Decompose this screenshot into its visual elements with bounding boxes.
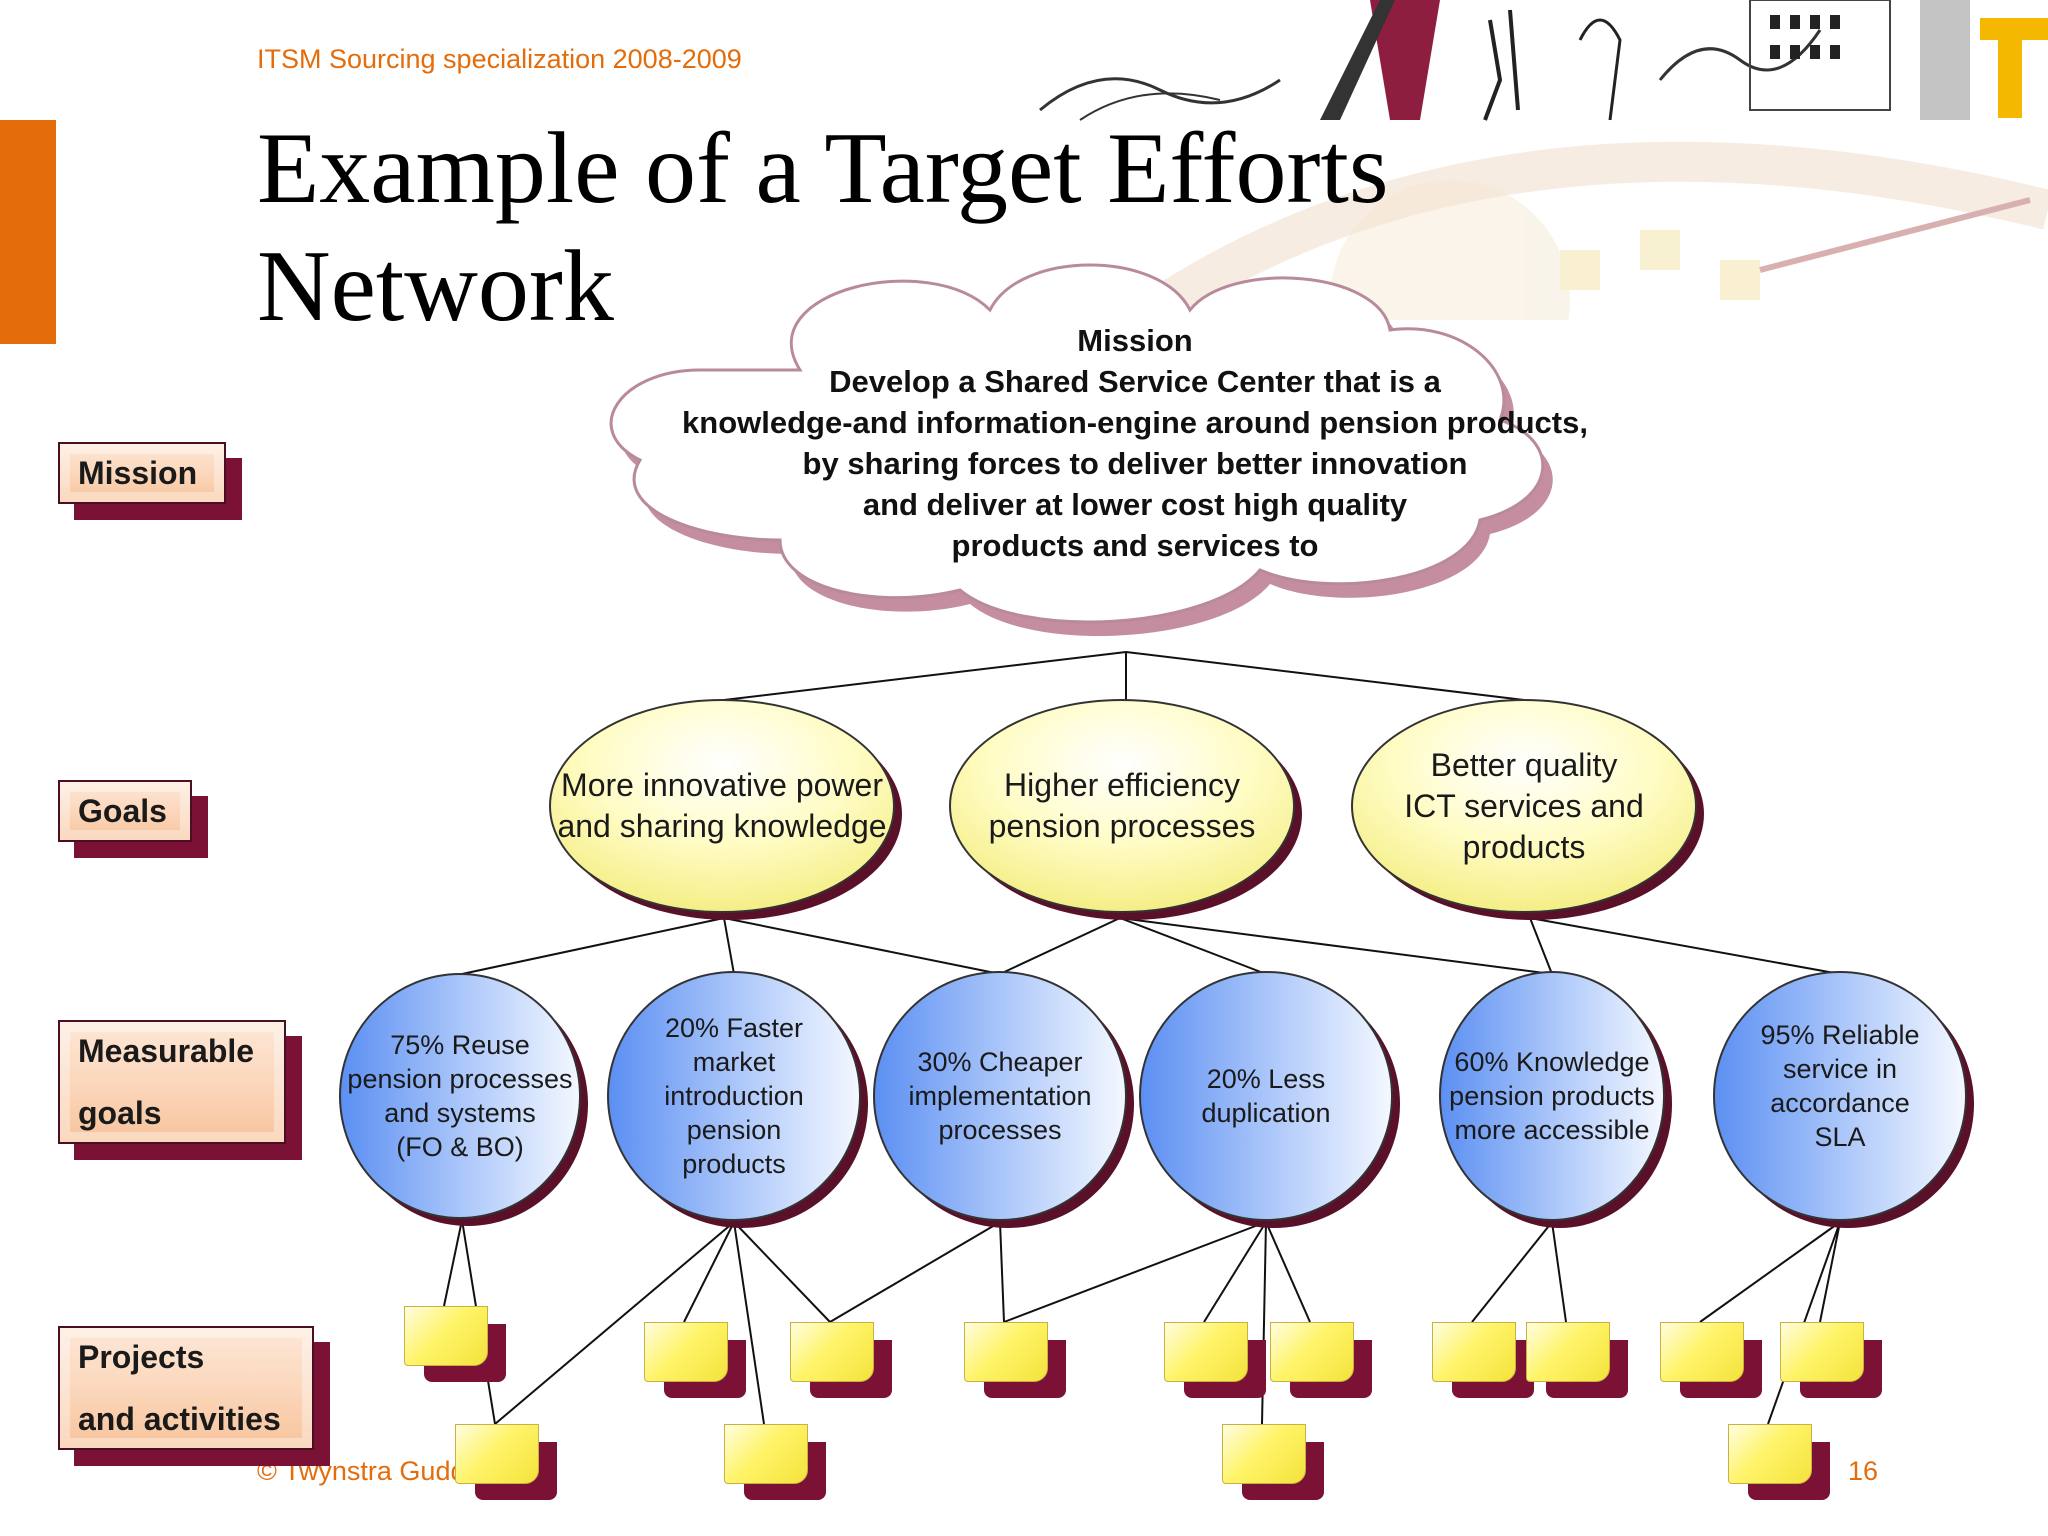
mission-statement: Mission Develop a Shared Service Center … <box>590 320 1680 566</box>
mg-line: products <box>682 1149 786 1179</box>
legend-goals-label: Goals <box>78 793 167 829</box>
header-subtitle: ITSM Sourcing specialization 2008-2009 <box>257 44 742 74</box>
goal-line: ICT services and <box>1404 787 1644 824</box>
mg-line: pension processes <box>347 1064 573 1094</box>
mg-line: introduction <box>664 1081 804 1111</box>
project-note <box>1526 1322 1628 1398</box>
mission-cloud <box>609 263 1545 624</box>
mg-line: pension products <box>1449 1081 1655 1111</box>
legend-mission-label: Mission <box>78 455 198 491</box>
mg-line: and systems <box>384 1098 536 1128</box>
connector-lines <box>443 651 1841 1425</box>
legend-measurable-label-1: Measurable <box>78 1033 255 1069</box>
measurable-goal-reuse: 75% Reuse pension processes and systems … <box>340 974 580 1218</box>
header-decoration <box>1039 0 2048 320</box>
measurable-goal-faster-market: 20% Faster market introduction pension p… <box>608 972 860 1220</box>
project-note <box>724 1424 826 1500</box>
mg-line: 60% Knowledge <box>1454 1047 1650 1077</box>
goal-higher-efficiency: Higher efficiency pension processes <box>950 700 1294 912</box>
goal-line: Better quality <box>1430 746 1618 783</box>
goal-line: Higher efficiency <box>1004 767 1240 803</box>
project-note <box>1164 1322 1266 1398</box>
title-line-2: Network <box>257 230 614 343</box>
legend-measurable-goals: Measurable goals <box>58 1020 302 1160</box>
project-note <box>1780 1322 1882 1398</box>
project-note <box>1432 1322 1534 1398</box>
legend-measurable-label-2: goals <box>78 1095 162 1131</box>
mission-line: products and services to <box>951 528 1319 563</box>
mg-line: 20% Faster <box>664 1013 804 1043</box>
measurable-goal-circles <box>339 971 1974 1228</box>
mission-line: by sharing forces to deliver better inno… <box>802 446 1468 481</box>
goal-line: products <box>1462 828 1586 865</box>
title-line-1: Example of a Target Efforts <box>257 112 1389 225</box>
mg-line: more accessible <box>1454 1115 1650 1145</box>
mg-line: market <box>692 1047 776 1077</box>
measurable-goal-cheaper: 30% Cheaper implementation processes <box>874 972 1126 1220</box>
project-note <box>1728 1424 1830 1500</box>
legend-mission: Mission <box>58 442 242 520</box>
page-title: Example of a Target Efforts Network <box>257 110 1389 346</box>
goal-line: More innovative power <box>561 767 883 803</box>
legend-projects-label-2: and activities <box>78 1401 281 1437</box>
measurable-goal-less-duplication: 20% Less duplication <box>1140 972 1392 1220</box>
measurable-goal-knowledge: 60% Knowledge pension products more acce… <box>1440 972 1664 1220</box>
mg-line: 20% Less <box>1206 1064 1326 1094</box>
project-note <box>1222 1424 1324 1500</box>
goal-innovative-power: More innovative power and sharing knowle… <box>550 700 894 912</box>
project-note <box>644 1322 746 1398</box>
mission-line: Develop a Shared Service Center that is … <box>829 364 1441 399</box>
mission-line: knowledge-and information-engine around … <box>682 405 1588 440</box>
project-note <box>964 1322 1066 1398</box>
measurable-goal-reliable: 95% Reliable service in accordance SLA <box>1714 962 1966 1210</box>
mg-line: pension <box>686 1115 782 1145</box>
mg-line: (FO & BO) <box>396 1132 524 1162</box>
project-note <box>790 1322 892 1398</box>
goal-better-quality: Better quality ICT services and products <box>1352 700 1696 912</box>
mg-line: implementation <box>908 1081 1092 1111</box>
footer-page-number: 16 <box>1848 1456 1879 1486</box>
mg-line: 95% Reliable <box>1760 1020 1920 1050</box>
project-note <box>455 1424 557 1500</box>
mg-line: processes <box>938 1115 1062 1145</box>
legend-projects-activities: Projects and activities <box>58 1326 330 1466</box>
mg-line: accordance <box>1770 1088 1910 1118</box>
mg-line: service in <box>1782 1054 1898 1084</box>
legend-projects-label-1: Projects <box>78 1339 205 1375</box>
mg-line: 75% Reuse <box>390 1030 530 1060</box>
project-note <box>1660 1322 1762 1398</box>
goal-line: pension processes <box>988 808 1256 844</box>
project-note <box>1270 1322 1372 1398</box>
legend-goals: Goals <box>58 780 208 858</box>
accent-bar <box>0 120 56 344</box>
mg-line: SLA <box>1814 1122 1866 1152</box>
mission-heading: Mission <box>1077 323 1193 358</box>
goal-line: and sharing knowledge <box>557 808 887 844</box>
mission-line: and deliver at lower cost high quality <box>862 487 1408 522</box>
project-note <box>404 1306 506 1382</box>
goal-ellipses <box>549 699 1704 920</box>
mg-line: duplication <box>1201 1098 1331 1128</box>
mg-line: 30% Cheaper <box>917 1047 1083 1077</box>
